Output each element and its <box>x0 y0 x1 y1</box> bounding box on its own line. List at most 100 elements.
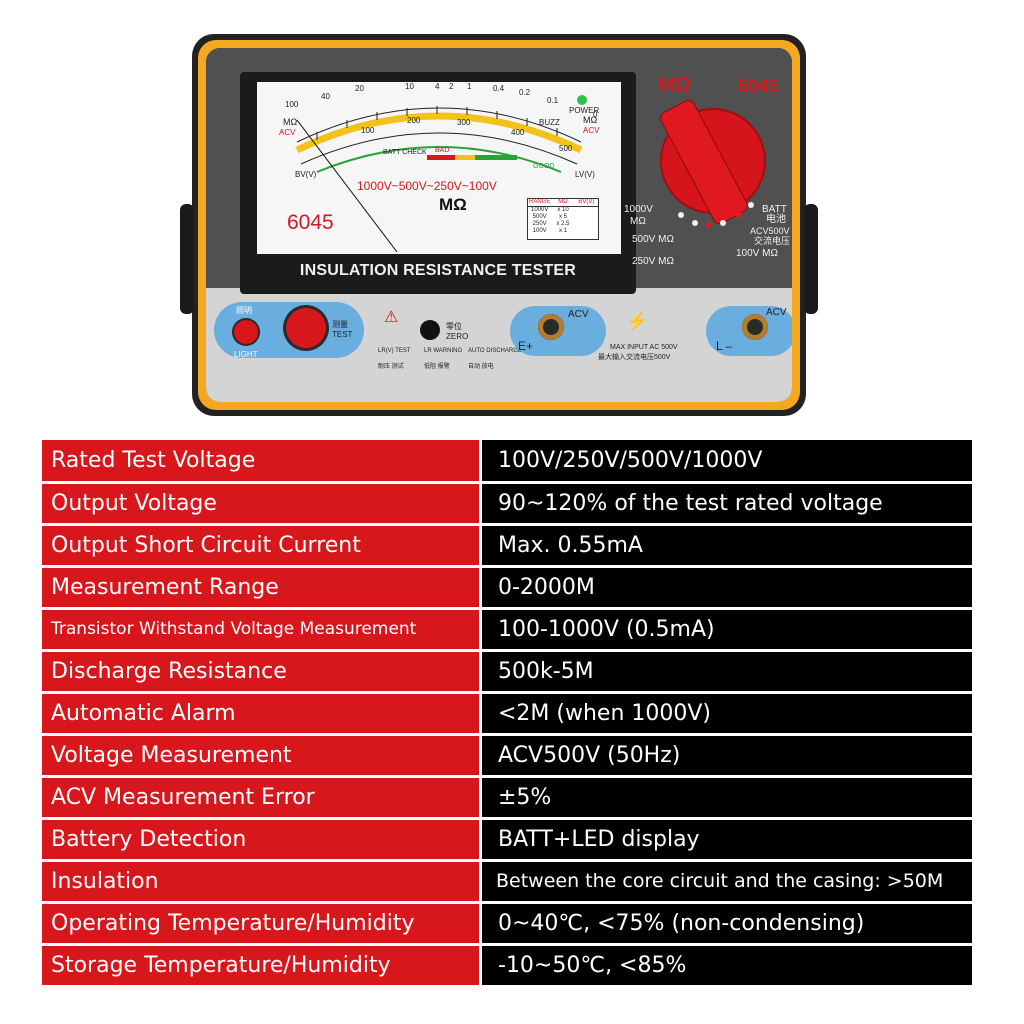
sel-1000v: 1000V <box>624 204 653 215</box>
icon3-top: AUTO DISCHARGE <box>468 348 522 354</box>
spec-row: Rated Test Voltage 100V/250V/500V/1000V <box>42 440 972 484</box>
sel-100v: 100V MΩ <box>736 248 778 259</box>
range-row-3-b: x 1 <box>558 228 567 234</box>
meter-model: 6045 <box>287 211 334 234</box>
brand-unit: MΩ <box>658 74 691 96</box>
spec-row: Automatic Alarm <2M (when 1000V) <box>42 692 972 736</box>
sel-acv-cn: 交流电压 <box>754 236 791 246</box>
spec-key: ACV Measurement Error <box>42 776 482 820</box>
lv-label: LV(V) <box>575 170 595 179</box>
acv-left-label: ACV <box>568 309 589 320</box>
spec-value: BATT+LED display <box>480 818 972 862</box>
insulation-tester-device: MΩ ACV MΩ ACV POWER BUZZ 100 40 20 10 4 … <box>180 34 818 416</box>
scale-mid-3: 400 <box>511 128 525 137</box>
spec-key: Voltage Measurement <box>42 734 482 778</box>
spec-value: 100-1000V (0.5mA) <box>480 608 972 652</box>
spec-key: Output Voltage <box>42 482 482 526</box>
e-plus-label: E+ <box>518 339 534 353</box>
range-row-3-a: 100V <box>532 228 547 234</box>
e-plus-jack[interactable] <box>538 314 564 340</box>
icon2-bot: 低阻 报警 <box>424 364 450 370</box>
spec-row: Measurement Range 0-2000M <box>42 566 972 610</box>
spec-row: Output Voltage 90~120% of the test rated… <box>42 482 972 526</box>
scale-top-7: 0.4 <box>493 84 505 93</box>
right-handle <box>804 204 818 314</box>
light-button[interactable] <box>234 320 258 344</box>
bad-label: BAD <box>435 147 450 154</box>
scale-top-9: 0.1 <box>547 96 559 105</box>
model-number: 6045 <box>738 76 779 96</box>
scale-mid-0: 100 <box>361 126 375 135</box>
range-row-1-b: x 5 <box>558 214 567 220</box>
acv-right-label: ACV <box>766 307 787 318</box>
spec-table: Rated Test Voltage 100V/250V/500V/1000V … <box>42 440 972 988</box>
scale-top-6: 1 <box>467 82 472 91</box>
buzz-label: BUZZ <box>539 118 560 127</box>
spec-row: Operating Temperature/Humidity 0~40℃, <7… <box>42 902 972 946</box>
scale-top-10: 0 <box>593 110 598 119</box>
spec-row: Transistor Withstand Voltage Measurement… <box>42 608 972 652</box>
scale-top-0: 100 <box>285 100 299 109</box>
scale-top-8: 0.2 <box>519 88 531 97</box>
test-cn-label: 测量 <box>332 320 348 329</box>
scale-mid-2: 300 <box>457 118 471 127</box>
range-row-2-a: 250V <box>532 221 547 227</box>
spec-row: ACV Measurement Error ±5% <box>42 776 972 820</box>
device-housing: MΩ ACV MΩ ACV POWER BUZZ 100 40 20 10 4 … <box>198 40 800 410</box>
sel-1000v-unit: MΩ <box>630 216 646 227</box>
zero-cn-label: 零位 <box>446 322 462 331</box>
sel-dot-1000 <box>678 212 684 218</box>
spec-row: Voltage Measurement ACV500V (50Hz) <box>42 734 972 778</box>
spec-row: Insulation Between the core circuit and … <box>42 860 972 904</box>
scale-mid-4: 500 <box>559 144 573 153</box>
max-input-label: MAX INPUT AC 500V <box>610 344 678 351</box>
icon2-top: LR WARNING <box>424 348 463 354</box>
spec-value: 100V/250V/500V/1000V <box>480 440 972 484</box>
zero-adjust-screw[interactable] <box>420 320 440 340</box>
sel-dot-100 <box>720 220 726 226</box>
test-dial[interactable] <box>286 308 326 348</box>
analog-meter: MΩ ACV MΩ ACV POWER BUZZ 100 40 20 10 4 … <box>257 82 621 254</box>
test-label: TEST <box>332 330 353 339</box>
spec-key: Rated Test Voltage <box>42 440 482 484</box>
spec-value: 0~40℃, <75% (non-condensing) <box>480 902 972 946</box>
l-minus-jack[interactable] <box>742 314 768 340</box>
meter-label-left-bot: ACV <box>279 128 296 137</box>
spec-key: Operating Temperature/Humidity <box>42 902 482 946</box>
spec-value: 0-2000M <box>480 566 972 610</box>
spec-key: Output Short Circuit Current <box>42 524 482 568</box>
scale-top-5: 2 <box>449 82 454 91</box>
sel-acv: ACV500V <box>750 226 790 236</box>
meter-panel: MΩ ACV MΩ ACV POWER BUZZ 100 40 20 10 4 … <box>240 72 636 294</box>
sel-500v: 500V MΩ <box>632 234 674 245</box>
spec-value: <2M (when 1000V) <box>480 692 972 736</box>
icon3-bot: 自动 放电 <box>468 364 494 370</box>
light-label: LIGHT <box>234 350 258 359</box>
spec-row: Output Short Circuit Current Max. 0.55mA <box>42 524 972 568</box>
meter-unit: MΩ <box>439 195 467 214</box>
spec-key: Transistor Withstand Voltage Measurement <box>42 608 482 652</box>
spec-key: Measurement Range <box>42 566 482 610</box>
meter-label-right-top: MΩ <box>583 115 598 125</box>
spec-key: Battery Detection <box>42 818 482 862</box>
sel-dot-batt <box>748 202 754 208</box>
scale-mid-1: 200 <box>407 116 421 125</box>
sel-batt: BATT <box>762 204 787 215</box>
scale-top-1: 40 <box>321 92 330 101</box>
panel-title: INSULATION RESISTANCE TESTER <box>299 262 577 279</box>
high-voltage-icon: ⚡ <box>626 311 649 331</box>
batt-check-label: BATT CHECK <box>383 149 427 156</box>
meter-range-text: 1000V~500V~250V~100V <box>357 179 497 193</box>
scale-top-4: 4 <box>435 82 440 91</box>
scale-top-2: 20 <box>355 84 364 93</box>
sel-batt-cn: 电池 <box>766 214 786 225</box>
range-table-header-0: RANGE <box>528 199 551 205</box>
icon1-top: LR(V) TEST <box>378 348 411 354</box>
spec-value: ±5% <box>480 776 972 820</box>
max-input-cn-label: 最大输入交流电压500V <box>598 354 671 361</box>
scale-top-3: 10 <box>405 82 414 91</box>
l-minus-label: L – <box>716 339 733 353</box>
spec-table-body: Rated Test Voltage 100V/250V/500V/1000V … <box>42 440 972 988</box>
range-table-header-1: MΩ <box>558 199 568 205</box>
